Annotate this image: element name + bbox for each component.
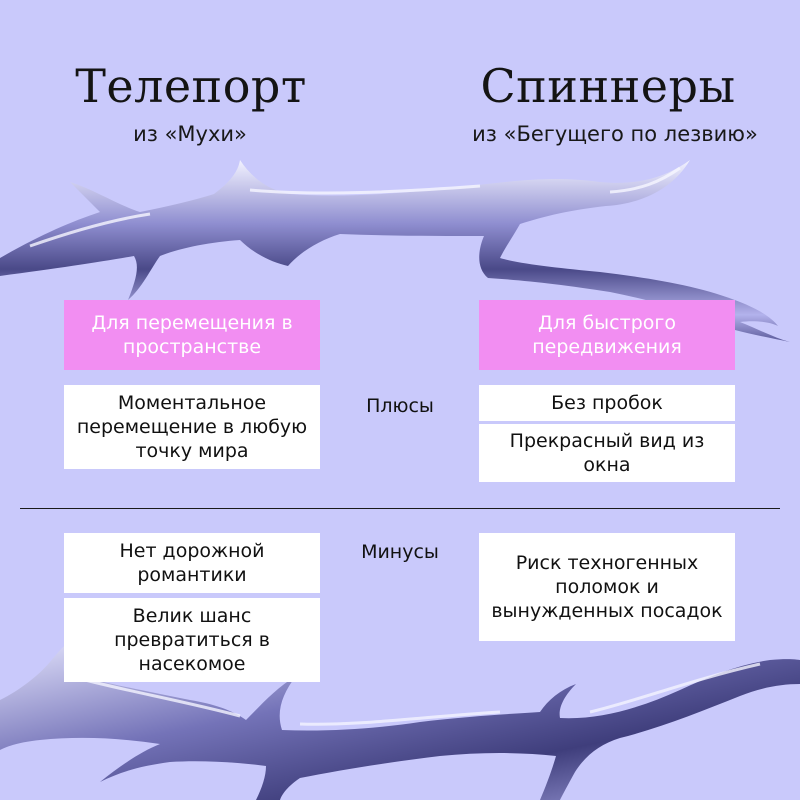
left-title: Телепорт	[75, 59, 307, 113]
left-con-card: Велик шанс превратиться в насекомое	[64, 598, 320, 682]
top-chrome-ribbon	[0, 160, 790, 342]
left-subtitle: из «Мухи»	[133, 122, 247, 146]
section-divider	[20, 508, 780, 509]
right-pro-card: Прекрасный вид из окна	[479, 424, 735, 482]
left-purpose-tag: Для перемещения в пространстве	[64, 300, 320, 370]
bottom-chrome-ribbon	[0, 636, 800, 800]
cons-label: Минусы	[361, 541, 439, 563]
right-purpose-tag: Для быстрого передвижения	[479, 300, 735, 370]
right-pro-card: Без пробок	[479, 385, 735, 421]
pros-label: Плюсы	[366, 395, 434, 417]
right-subtitle: из «Бегущего по лезвию»	[472, 122, 758, 146]
right-title: Спиннеры	[480, 59, 736, 113]
right-con-card: Риск техногенных поломок и вынужденных п…	[479, 533, 735, 641]
left-pro-card: Моментальное перемещение в любую точку м…	[64, 385, 320, 469]
top-chrome-highlight	[29, 166, 681, 248]
left-con-card: Нет дорожной романтики	[64, 533, 320, 593]
